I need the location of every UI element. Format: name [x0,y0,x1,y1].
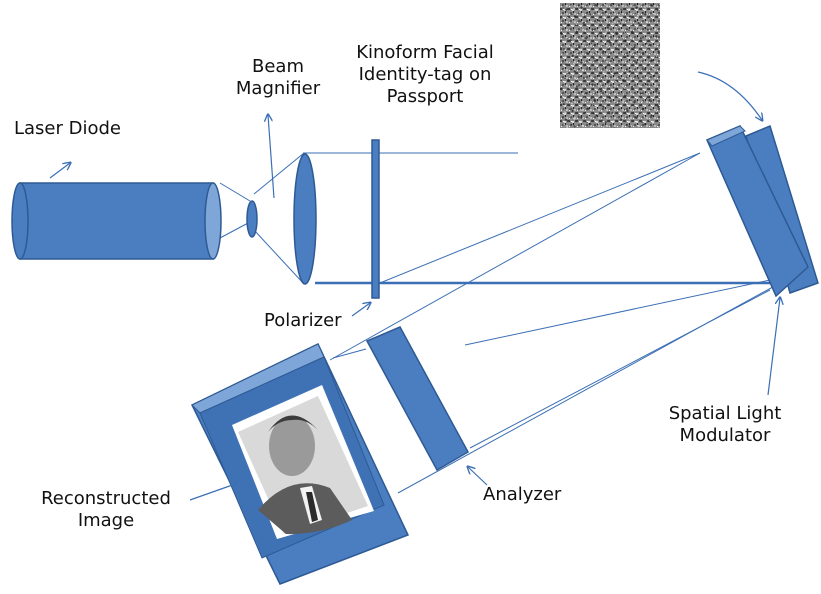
reconstructed-image-frame [190,342,410,585]
label-pointers [49,115,780,501]
kinoform-label-line1: Kinoform Facial [356,42,494,63]
reconstructed-face-photo [238,396,368,535]
slm-label: Spatial Light Modulator [660,403,790,447]
reconstructed-image-label-line2: Image [77,510,135,531]
laser-diode [11,182,222,260]
laser-diode-label: Laser Diode [14,118,122,139]
kinoform-pattern-image [560,3,660,128]
analyzer-label: Analyzer [483,484,562,505]
magnifier-lens [293,153,317,285]
analyzer [365,326,470,472]
beam-magnifier-label-line2: Magnifier [235,78,321,99]
reconstructed-image-label: Reconstructed Image [36,488,176,532]
beam-magnifier-label-line1: Beam [252,56,304,77]
beam-magnifier-label: Beam Magnifier [228,56,328,100]
kinoform-label-line2: Identity-tag on [358,64,492,85]
polarizer-plate [371,139,380,299]
pattern-to-slm-arrow [697,71,762,120]
small-lens [246,200,258,238]
kinoform-label: Kinoform Facial Identity-tag on Passport [350,42,500,108]
reconstructed-image-label-line1: Reconstructed [41,488,171,509]
beam-paths [219,152,781,494]
slm-label-line1: Spatial Light [668,403,782,424]
spatial-light-modulator [706,124,819,298]
slm-label-line2: Modulator [679,425,771,446]
kinoform-label-line3: Passport [386,86,464,107]
polarizer-label: Polarizer [264,310,342,331]
